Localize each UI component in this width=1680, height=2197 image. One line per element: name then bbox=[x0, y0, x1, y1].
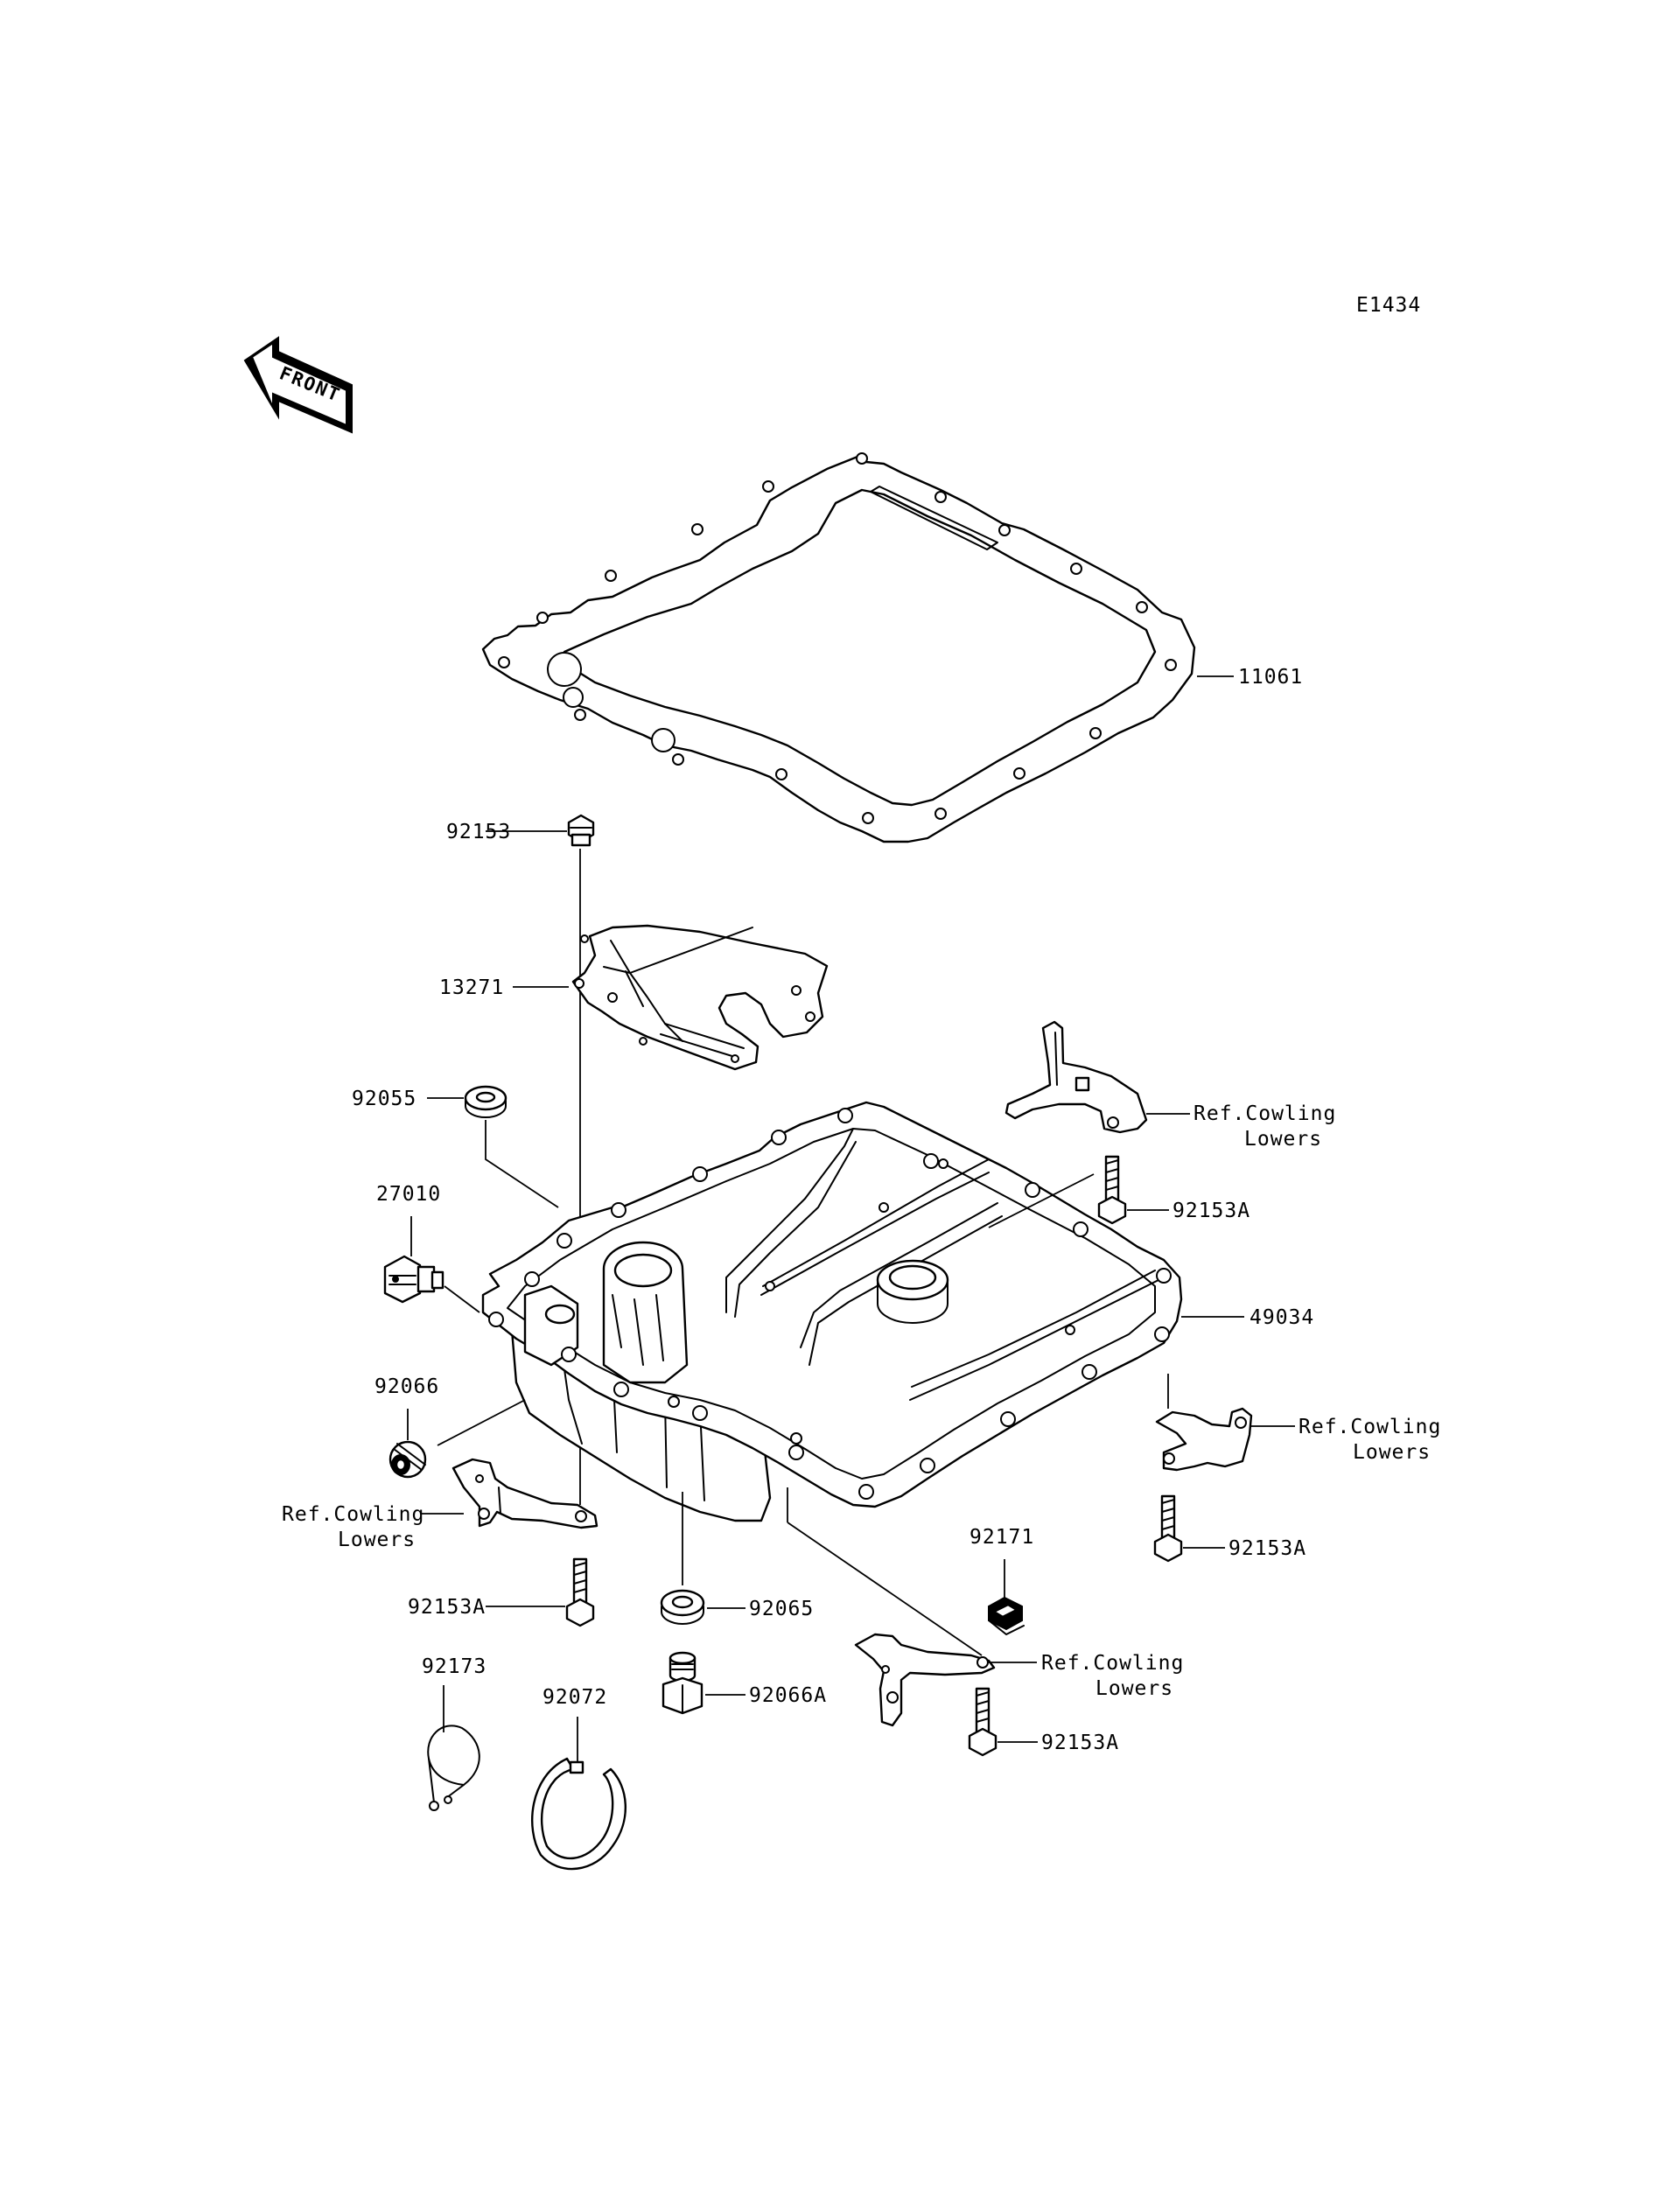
drain-plug-92066A bbox=[662, 1651, 704, 1715]
oil-pressure-switch bbox=[383, 1255, 444, 1304]
ref-left-line1: Ref.Cowling bbox=[282, 1503, 424, 1526]
callout-92153A-left: 92153A bbox=[408, 1596, 486, 1619]
ref-left-line2: Lowers bbox=[338, 1529, 416, 1551]
bolt-92153A-upper-right bbox=[1097, 1155, 1127, 1225]
callout-92173: 92173 bbox=[422, 1655, 486, 1678]
bolt-92153A-bottom-right bbox=[968, 1687, 998, 1757]
ref-upper-right-line1: Ref.Cowling bbox=[1194, 1102, 1336, 1125]
plug-92066 bbox=[388, 1440, 427, 1479]
callout-92066: 92066 bbox=[374, 1375, 439, 1398]
callout-92171: 92171 bbox=[970, 1526, 1034, 1549]
band-92072 bbox=[531, 1757, 627, 1871]
clamp-92173 bbox=[427, 1725, 480, 1811]
ref-right-line1: Ref.Cowling bbox=[1298, 1416, 1441, 1438]
callout-92066A: 92066A bbox=[749, 1684, 827, 1707]
baffle-plate bbox=[571, 924, 829, 1071]
callout-92055: 92055 bbox=[352, 1088, 416, 1110]
callout-27010: 27010 bbox=[376, 1183, 441, 1206]
ref-upper-right-line2: Lowers bbox=[1244, 1128, 1322, 1151]
callout-11061: 11061 bbox=[1238, 666, 1303, 689]
washer-92055 bbox=[464, 1085, 508, 1118]
bracket-upper-right bbox=[1004, 1020, 1148, 1134]
bracket-right bbox=[1155, 1407, 1253, 1472]
clip-92171 bbox=[988, 1596, 1025, 1635]
ref-bottom-line1: Ref.Cowling bbox=[1041, 1652, 1184, 1675]
callout-49034: 49034 bbox=[1250, 1306, 1314, 1329]
callout-92153A-right: 92153A bbox=[1228, 1537, 1306, 1560]
callout-92153A-upper-right: 92153A bbox=[1172, 1200, 1250, 1222]
bolt-92153-top bbox=[567, 814, 595, 847]
oil-pan bbox=[481, 1101, 1183, 1522]
washer-92065 bbox=[660, 1589, 705, 1625]
bolt-92153A-right bbox=[1153, 1494, 1183, 1563]
front-arrow-icon: FRONT bbox=[243, 336, 353, 434]
callout-92153: 92153 bbox=[446, 821, 511, 843]
bolt-92153A-left bbox=[565, 1557, 595, 1627]
oil-pan-gasket bbox=[481, 452, 1196, 843]
callout-92065: 92065 bbox=[749, 1598, 814, 1620]
callout-13271: 13271 bbox=[439, 976, 504, 999]
ref-bottom-line2: Lowers bbox=[1096, 1677, 1173, 1700]
ref-right-line2: Lowers bbox=[1353, 1441, 1431, 1464]
diagram-code: E1434 bbox=[1356, 294, 1421, 317]
callout-92072: 92072 bbox=[542, 1686, 607, 1709]
bracket-left bbox=[452, 1458, 598, 1529]
callout-92153A-bottom-right: 92153A bbox=[1041, 1732, 1119, 1754]
bracket-bottom bbox=[854, 1633, 996, 1727]
